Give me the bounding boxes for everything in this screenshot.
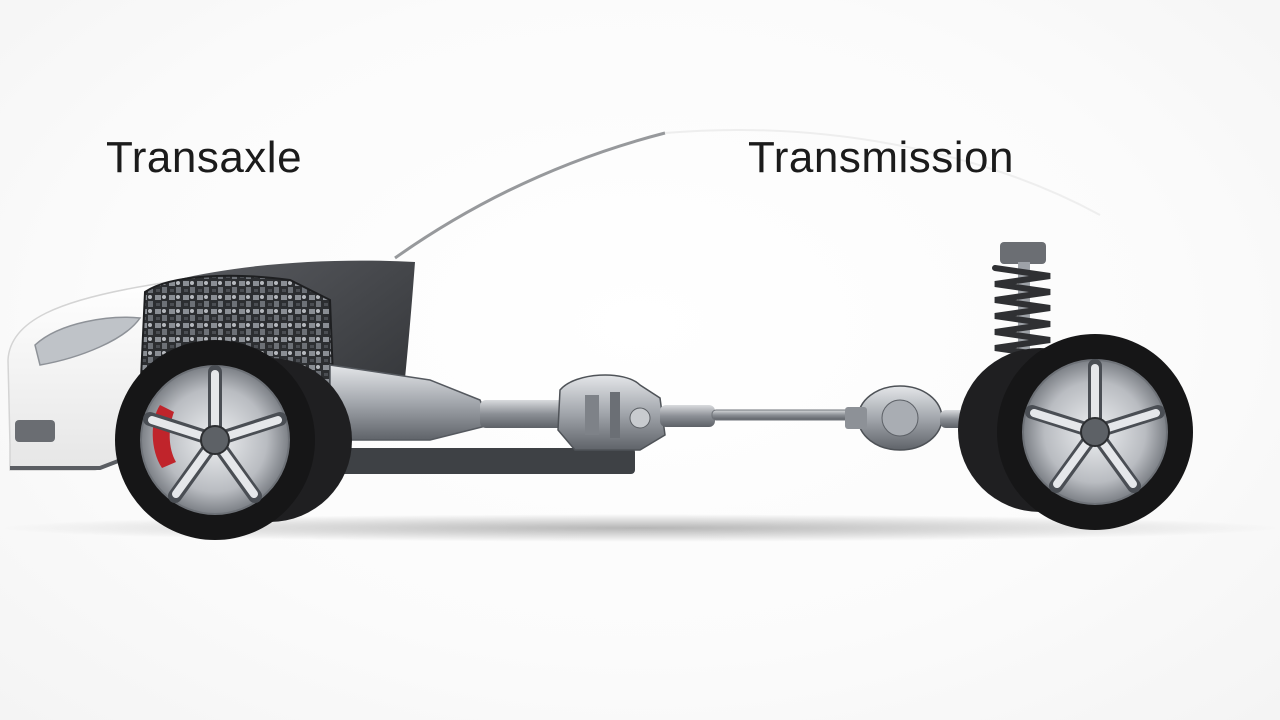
front-shaft [480,400,570,428]
headlight [34,316,142,366]
ground-shadow [0,514,1280,542]
transmission-label: Transmission [748,133,1014,182]
transmission-unit [557,374,715,451]
windshield-line [394,131,666,260]
propeller-shaft [711,409,853,421]
chassis-rail [330,448,635,474]
front-intake [15,420,55,442]
transaxle-label: Transaxle [106,133,303,182]
rear-wheel-icon [997,334,1193,530]
coil-spring-icon [992,242,1053,362]
transaxle-housing [329,364,492,441]
front-wheel-icon [115,340,315,540]
roof-ghost [664,129,1101,216]
